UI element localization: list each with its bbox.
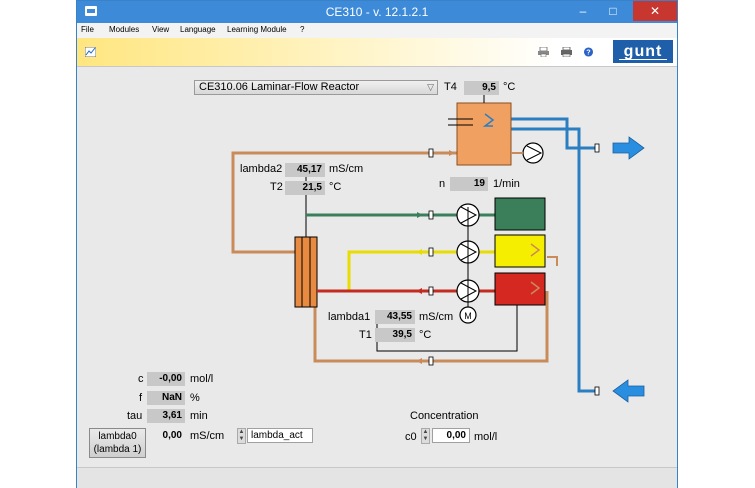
valve-orange-bottom[interactable] [428,356,434,366]
pipe-heater-loop [547,256,558,266]
flow-arrow-red [416,288,422,294]
lambda1-label: lambda1 [328,311,371,323]
lambda2-unit: mS/cm [329,163,364,175]
tau-label: tau [127,410,143,422]
menu-language[interactable]: Language [180,25,216,34]
lambda2-label: lambda2 [240,163,283,175]
n-label: n [439,178,446,190]
heater-exchanger [482,113,495,127]
chart-icon[interactable] [85,47,96,57]
concentration-title: Concentration [410,410,479,422]
t4-unit: °C [503,81,516,93]
c-unit: mol/l [190,373,214,385]
menu-learning-module[interactable]: Learning Module [227,25,287,34]
n-value: 19 [450,177,488,191]
c0-label: c0 [405,431,417,443]
pipe-blue-out [487,117,597,150]
toolbar: ? gunt [77,38,677,67]
close-button[interactable]: ✕ [633,1,677,21]
lambda0-value: 0,00 [162,430,182,441]
menu-file[interactable]: File [81,25,94,34]
n-unit: 1/min [493,178,520,190]
heater-tank [456,102,512,166]
app-icon [85,6,97,16]
motor [459,306,477,324]
print-preview-icon[interactable] [538,47,549,57]
t4-label: T4 [444,81,457,93]
flow-arrow-orange-bottom [416,358,422,364]
valve-green[interactable] [428,210,434,220]
minimize-button[interactable]: – [579,4,587,18]
window-title: CE310 - v. 12.1.2.1 [325,5,429,19]
lambda0-button[interactable]: lambda0 (lambda 1) [89,428,146,458]
f-unit: % [190,392,200,404]
help-icon[interactable]: ? [583,47,594,57]
tau-unit: min [190,410,208,422]
lambda0-button-line1: lambda0 [98,431,137,442]
lambda2-value: 45,17 [285,163,325,177]
svg-text:?: ? [586,48,591,57]
c0-input[interactable]: 0,00 [432,428,470,443]
valve-red[interactable] [428,286,434,296]
t2-unit: °C [329,181,342,193]
maximize-button[interactable]: □ [609,4,617,18]
tank-yellow-coil [530,243,541,257]
menu-modules[interactable]: Modules [109,25,140,34]
t4-value: 9,5 [464,81,499,95]
laminar-flow-reactor [294,236,318,308]
f-value: NaN [147,391,185,405]
title-bar: CE310 - v. 12.1.2.1 – □ ✕ [77,1,677,23]
lambda0-button-line2: (lambda 1) [93,444,142,455]
pump-heater-symbol [526,145,543,161]
flow-arrow-green [417,212,423,218]
pipe-orange-top [231,151,457,254]
valve-blue-out[interactable] [594,143,600,153]
t2-value: 21,5 [285,181,325,195]
pump-red-symbol [460,282,478,300]
pump-green-symbol [460,206,478,224]
lambda1-unit: mS/cm [419,311,454,323]
menu-help[interactable]: ? [300,25,305,34]
c0-spinner[interactable]: ▲▼ [421,428,430,444]
arrow-right-icon [612,136,645,160]
tau-value: 3,61 [147,409,185,423]
application-window: CE310 - v. 12.1.2.1 – □ ✕ File Modules V… [76,0,678,488]
lambda0-source-field[interactable]: lambda_act [247,428,313,443]
t1-unit: °C [419,329,432,341]
lambda0-source-spinner[interactable]: ▲▼ [237,428,246,444]
tank-red-coil [530,281,541,295]
c-label: c [138,373,144,385]
arrow-left-icon [612,379,645,403]
pipe-blue-in [487,127,597,393]
printer-icon[interactable] [561,47,572,57]
valve-blue-in[interactable] [594,386,600,396]
valve-orange-top[interactable] [428,148,434,158]
lambda1-value: 43,55 [375,310,415,324]
menu-bar: File Modules View Language Learning Modu… [77,23,677,38]
pump-yellow-symbol [460,243,478,261]
flow-arrow-orange-top [449,150,455,156]
flow-arrow-yellow [416,249,422,255]
lambda0-unit: mS/cm [190,430,225,442]
status-bar [77,467,677,488]
reactor-select-value: CE310.06 Laminar-Flow Reactor [199,81,360,93]
t1-label: T1 [359,329,372,341]
c0-unit: mol/l [474,431,498,443]
motor-label: M [464,311,472,321]
reactor-select[interactable]: CE310.06 Laminar-Flow Reactor ▽ [194,80,438,95]
gunt-logo: gunt [613,40,673,63]
c-value: -0,00 [147,372,185,386]
valve-yellow[interactable] [428,247,434,257]
t1-value: 39,5 [375,328,415,342]
tank-green [494,197,546,231]
pipe-yellow [347,250,457,291]
menu-view[interactable]: View [152,25,170,34]
t2-label: T2 [270,181,283,193]
chevron-down-icon[interactable]: ▽ [427,82,434,92]
f-label: f [139,392,143,404]
